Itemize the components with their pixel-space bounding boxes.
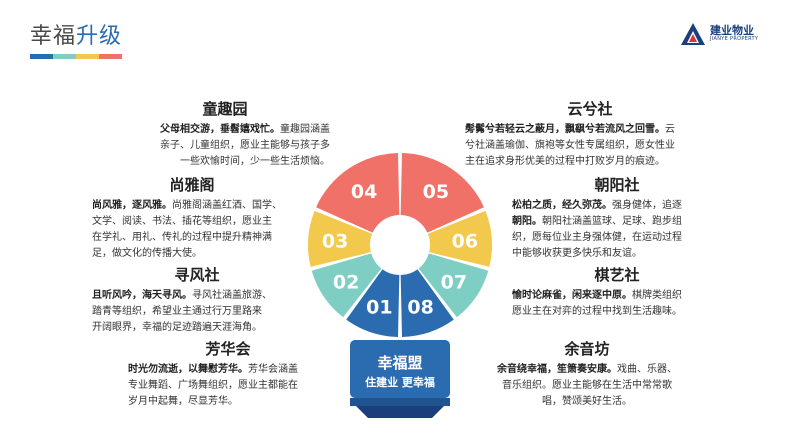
- club-name: 芳华会: [205, 340, 251, 358]
- bulb-segment: [418, 253, 489, 318]
- logo-subtitle: JIANYE PROPERTY: [710, 36, 759, 42]
- bulb-segments: [307, 153, 492, 337]
- club-description: 时光勿流逝，以舞慰芳华。芳华会涵盖专业舞蹈、广场舞组织，愿业主都能在岁月中起舞，…: [128, 362, 328, 410]
- company-logo: 建业物业 JIANYE PROPERTY: [680, 20, 780, 48]
- base-title: 幸福盟: [377, 354, 423, 372]
- club-description: 髣髴兮若轻云之蔽月，飘飖兮若流风之回雪。云兮社涵盖瑜伽、旗袍等女性专属组织，愿女…: [465, 122, 715, 170]
- bulb-segment: [400, 269, 454, 337]
- club-shangyage: 尚雅阁 尚风雅，逐风雅。尚雅阁涵盖红酒、国学、文学、阅读、书法、插花等组织，愿业…: [92, 176, 292, 262]
- desc-text: 踏青等组织，希望业主通过行万里路来: [92, 306, 262, 317]
- club-description: 且听风吟，海天寻风。寻风社涵盖旅游、踏青等组织，希望业主通过行万里路来开阔眼界，…: [92, 288, 302, 336]
- desc-text: 足，做文化的传播大使。: [92, 248, 202, 259]
- bulb-diagram: 01 02 03 04 05 06 07 08: [307, 153, 492, 418]
- segment-number: 05: [423, 181, 449, 203]
- club-xunfengshe: 寻风社 且听风吟，海天寻风。寻风社涵盖旅游、踏青等组织，希望业主通过行万里路来开…: [92, 266, 302, 336]
- title-main: 幸福: [30, 24, 77, 49]
- club-motto: 余音绕幸福，笙箫奏安康。: [497, 364, 617, 375]
- club-motto: 髣髴兮若轻云之蔽月，飘飖兮若流风之回雪。: [465, 124, 665, 135]
- title-accent: 升级: [76, 24, 123, 49]
- desc-text: 文学、阅读、书法、插花等组织，愿业主: [92, 216, 272, 227]
- desc-text: 织，愿每位业主身强体健，在运动过程: [512, 232, 682, 243]
- segment-number: 08: [407, 297, 433, 319]
- club-tongquyuan: 童趣园 父母相交游，垂髫嬉戏忙。童趣园涵盖亲子、儿童组织，愿业主能够与孩子多一些…: [120, 100, 330, 170]
- club-description: 愉时论麻雀，闲来逐中原。棋牌类组织愿业主在对弈的过程中找到生活趣味。: [512, 288, 722, 320]
- bulb-base-lower: [350, 398, 450, 406]
- club-motto: 父母相交游，垂髫嬉戏忙。: [160, 124, 280, 135]
- bulb-labels: 01 02 03 04 05 06 07 08: [322, 181, 478, 319]
- desc-text: 童趣园涵盖: [280, 124, 330, 135]
- club-name: 棋艺社: [594, 266, 640, 284]
- desc-text: 棋牌类组织: [632, 290, 682, 301]
- desc-text: 强身健体，追逐: [612, 200, 682, 211]
- club-motto: 尚风雅，逐风雅。: [92, 200, 172, 211]
- club-yunxishe: 云兮社 髣髴兮若轻云之蔽月，飘飖兮若流风之回雪。云兮社涵盖瑜伽、旗袍等女性专属组…: [465, 100, 715, 170]
- logo-name: 建业物业: [710, 24, 754, 37]
- bulb-segment: [400, 153, 484, 233]
- bulb-base: [350, 340, 450, 398]
- logo-mark-icon: [681, 23, 705, 45]
- segment-number: 07: [441, 271, 467, 293]
- page-title: 幸福升级: [30, 18, 122, 50]
- desc-text: 寻风社涵盖旅游、: [192, 290, 272, 301]
- club-description: 尚风雅，逐风雅。尚雅阁涵盖红酒、国学、文学、阅读、书法、插花等组织，愿业主在学礼…: [92, 198, 292, 262]
- bulb-base-tip: [356, 406, 444, 418]
- segment-number: 04: [351, 181, 377, 203]
- club-motto: 朝阳。: [512, 216, 542, 227]
- bulb-segment: [316, 153, 400, 233]
- club-motto: 松柏之质，经久弥茂。: [512, 200, 612, 211]
- desc-text: 中能够收获更多快乐和友谊。: [512, 248, 642, 259]
- bulb-segment: [307, 210, 373, 267]
- desc-text: 在学礼、用礼、传礼的过程中提升精神满: [92, 232, 272, 243]
- title-bar-segment: [99, 54, 122, 59]
- desc-text: 亲子、儿童组织，愿业主能够与孩子多: [160, 140, 330, 151]
- title-bar-segment: [76, 54, 99, 59]
- club-name: 云兮社: [567, 100, 613, 118]
- club-name: 寻风社: [174, 266, 220, 284]
- desc-text: 兮社涵盖瑜伽、旗袍等女性专属组织，愿女性业: [465, 140, 675, 151]
- club-motto: 时光勿流逝，以舞慰芳华。: [128, 364, 248, 375]
- club-name: 童趣园: [202, 100, 248, 118]
- club-qiyishe: 棋艺社 愉时论麻雀，闲来逐中原。棋牌类组织愿业主在对弈的过程中找到生活趣味。: [512, 266, 722, 320]
- title-bar-segment: [30, 54, 53, 59]
- desc-text: 愿业主在对弈的过程中找到生活趣味。: [512, 306, 682, 317]
- segment-number: 02: [333, 271, 359, 293]
- desc-text: 主在追求身形优美的过程中打败岁月的痕迹。: [465, 156, 665, 167]
- segment-number: 01: [366, 297, 392, 319]
- club-description: 父母相交游，垂髫嬉戏忙。童趣园涵盖亲子、儿童组织，愿业主能够与孩子多一些欢愉时间…: [120, 122, 330, 170]
- bulb-segment: [311, 253, 382, 318]
- club-yuyinfang: 余音坊 余音绕幸福，笙箫奏安康。戏曲、乐器、音乐组织。愿业主能够在生活中常常歌唱…: [482, 340, 692, 410]
- club-name: 余音坊: [564, 340, 610, 358]
- title-bar-segment: [53, 54, 76, 59]
- title-color-bar: [30, 54, 122, 59]
- bulb-segment: [346, 269, 400, 337]
- segment-number: 03: [322, 230, 348, 252]
- base-subtitle: 住建业 更幸福: [365, 376, 435, 389]
- segment-number: 06: [452, 230, 478, 252]
- club-motto: 且听风吟，海天寻风。: [92, 290, 192, 301]
- desc-text: 开阔眼界，幸福的足迹踏遍天涯海角。: [92, 322, 262, 333]
- club-name: 尚雅阁: [169, 176, 215, 194]
- desc-text: 尚雅阁涵盖红酒、国学、: [172, 200, 282, 211]
- club-fanghuahui: 芳华会 时光勿流逝，以舞慰芳华。芳华会涵盖专业舞蹈、广场舞组织，愿业主都能在岁月…: [128, 340, 328, 410]
- club-description: 余音绕幸福，笙箫奏安康。戏曲、乐器、音乐组织。愿业主能够在生活中常常歌唱，赞颂美…: [482, 362, 692, 410]
- desc-text: 音乐组织。愿业主能够在生活中常常歌: [502, 380, 672, 391]
- club-name: 朝阳社: [594, 176, 640, 194]
- club-motto: 愉时论麻雀，闲来逐中原。: [512, 290, 632, 301]
- desc-text: 戏曲、乐器、: [617, 364, 677, 375]
- desc-text: 朝阳社涵盖篮球、足球、跑步组: [542, 216, 682, 227]
- club-description: 松柏之质，经久弥茂。强身健体，追逐朝阳。朝阳社涵盖篮球、足球、跑步组织，愿每位业…: [512, 198, 722, 262]
- desc-text: 唱，赞颂美好生活。: [542, 396, 632, 407]
- desc-text: 专业舞蹈、广场舞组织，愿业主都能在: [128, 380, 298, 391]
- desc-text: 云: [665, 124, 675, 135]
- desc-text: 岁月中起舞，尽显芳华。: [128, 396, 238, 407]
- bulb-segment: [427, 210, 492, 267]
- desc-text: 一些欢愉时间，少一些生活烦恼。: [180, 156, 330, 167]
- club-zhaoyangshe: 朝阳社 松柏之质，经久弥茂。强身健体，追逐朝阳。朝阳社涵盖篮球、足球、跑步组织，…: [512, 176, 722, 262]
- desc-text: 芳华会涵盖: [248, 364, 298, 375]
